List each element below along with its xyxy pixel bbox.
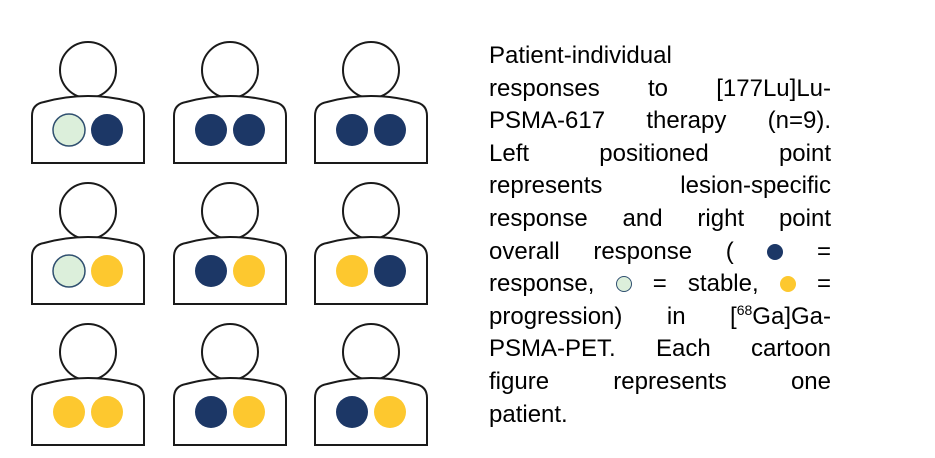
patient-head — [342, 323, 400, 381]
caption-line-3: PSMA-617 therapy (n=9). — [489, 107, 831, 135]
caption-line-8-a: response, — [489, 270, 595, 298]
patient-figure — [173, 182, 287, 305]
patient-figure — [173, 41, 287, 164]
lesion-response-dot — [53, 396, 85, 428]
caption-line-8-b: = stable, — [652, 270, 759, 298]
overall-response-dot — [374, 396, 406, 428]
lesion-response-dot — [195, 255, 227, 287]
patient-head — [59, 182, 117, 240]
overall-response-dot — [233, 255, 265, 287]
overall-response-dot — [374, 255, 406, 287]
patient-figure — [314, 182, 428, 305]
patient-head — [59, 41, 117, 99]
patient-head — [201, 323, 259, 381]
caption-line-9-b: Ga]Ga- — [752, 302, 831, 330]
patient-figure-grid — [31, 41, 428, 446]
overall-response-dot — [91, 396, 123, 428]
caption-line-7-eq: = — [816, 237, 831, 265]
caption-line-9-a: progression) in [ — [489, 302, 737, 330]
overall-response-dot — [233, 114, 265, 146]
patient-body — [314, 236, 428, 305]
patient-body — [314, 377, 428, 446]
caption-line-7: overall response ( = — [489, 236, 831, 269]
patient-body — [173, 377, 287, 446]
patient-body — [173, 95, 287, 164]
caption-line-9: progression) in [68Ga]Ga- — [489, 301, 831, 334]
caption-line-1: Patient-individual — [489, 42, 672, 69]
patient-figure — [31, 182, 145, 305]
overall-response-dot — [233, 396, 265, 428]
patient-body — [31, 377, 145, 446]
patient-head — [201, 182, 259, 240]
legend-stable-dot — [615, 276, 632, 293]
patient-head — [342, 41, 400, 99]
legend-progression-dot — [779, 276, 796, 293]
caption-line-8: response, = stable, = — [489, 268, 831, 301]
figure-caption: Patient-individual responses to [177Lu]L… — [489, 40, 831, 431]
lesion-response-dot — [52, 254, 86, 288]
lesion-response-dot — [195, 396, 227, 428]
patient-head — [342, 182, 400, 240]
lesion-response-dot — [336, 114, 368, 146]
patient-head — [59, 323, 117, 381]
lesion-response-dot — [336, 396, 368, 428]
caption-line-2: responses to [177Lu]Lu- — [489, 74, 831, 102]
overall-response-dot — [374, 114, 406, 146]
patient-body — [31, 236, 145, 305]
caption-line-5: represents lesion-specific — [489, 172, 831, 200]
caption-line-9-sup: 68 — [736, 301, 753, 318]
caption-line-6: response and right point — [489, 204, 831, 232]
patient-figure — [314, 41, 428, 164]
lesion-response-dot — [336, 255, 368, 287]
patient-figure — [314, 323, 428, 446]
patient-body — [173, 236, 287, 305]
patient-head — [201, 41, 259, 99]
patient-body — [31, 95, 145, 164]
legend-response-dot — [767, 243, 784, 260]
lesion-response-dot — [52, 113, 86, 147]
caption-line-7-text: overall response ( — [489, 237, 734, 265]
patient-figure — [31, 323, 145, 446]
lesion-response-dot — [195, 114, 227, 146]
caption-line-8-c: = — [817, 270, 832, 298]
caption-line-4: Left positioned point — [489, 139, 831, 167]
caption-line-10: PSMA-PET. Each cartoon — [489, 335, 831, 363]
caption-line-12: patient. — [489, 400, 568, 428]
overall-response-dot — [91, 255, 123, 287]
patient-figure — [31, 41, 145, 164]
patient-body — [314, 95, 428, 164]
overall-response-dot — [91, 114, 123, 146]
caption-line-11: figure represents one — [489, 367, 831, 395]
patient-figure — [173, 323, 287, 446]
